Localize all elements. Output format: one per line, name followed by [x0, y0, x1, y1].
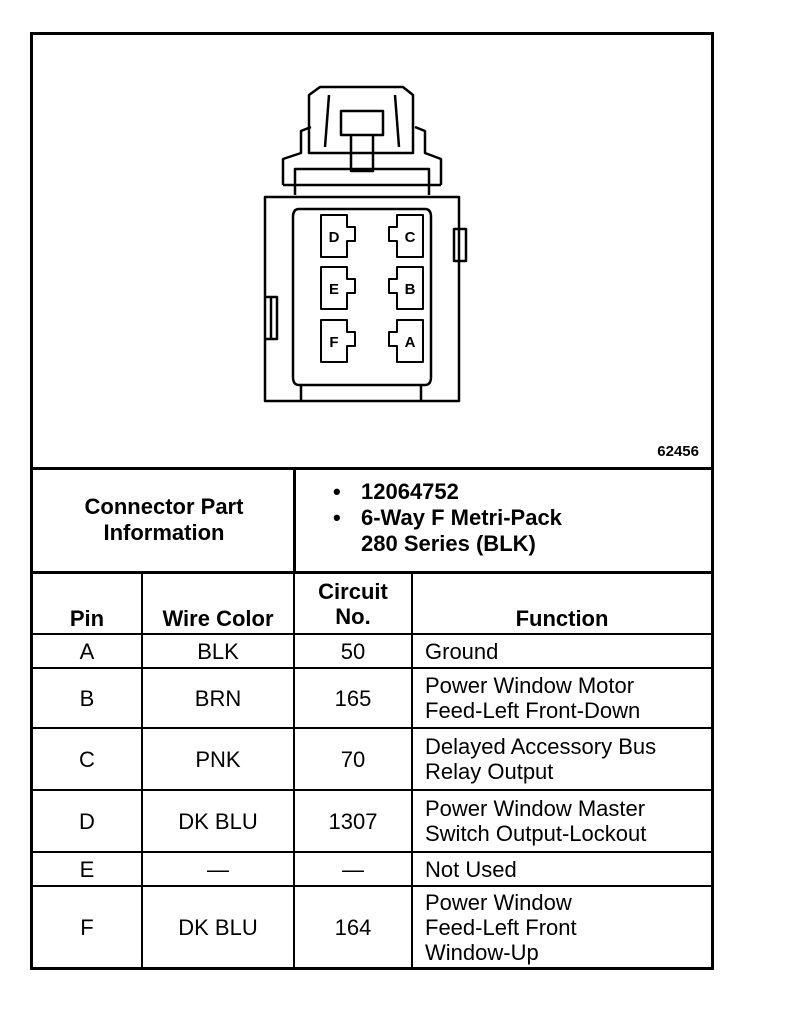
divider: [33, 633, 711, 635]
cell-circuit: 164: [334, 914, 372, 940]
divider: [33, 789, 711, 791]
cell-pin: A: [79, 638, 95, 664]
bullet-icon: •: [333, 505, 341, 530]
cell-function: Delayed Accessory Bus Relay Output: [425, 734, 657, 784]
cell-pin: D: [79, 808, 95, 834]
cell-wire-color: BLK: [197, 638, 239, 664]
cell-function: Power Window Master Switch Output-Lockou…: [425, 796, 647, 846]
divider: [33, 727, 711, 729]
cell-wire-color: —: [207, 856, 229, 882]
header-function: Function: [515, 606, 609, 631]
divider: [33, 571, 711, 574]
connector-diagram: D C E B F A 62456: [33, 35, 711, 467]
divider: [141, 571, 143, 967]
pin-cavity-b: B: [388, 266, 424, 310]
header-circuit: Circuit No.: [318, 578, 388, 629]
cell-circuit: 165: [334, 685, 372, 711]
description-line2: 280 Series (BLK): [361, 531, 536, 556]
pin-cavity-label: E: [329, 281, 339, 298]
cell-wire-color: DK BLU: [178, 914, 258, 940]
cell-wire-color: BRN: [194, 685, 242, 711]
connector-part-label-text: Connector Part Information: [84, 494, 244, 545]
cell-circuit: 50: [340, 638, 366, 664]
bullet-icon: •: [333, 479, 341, 504]
connector-face-drawing: D C E B F A: [263, 85, 468, 403]
cell-function: Power Window Motor Feed-Left Front-Down: [425, 673, 641, 723]
connector-part-label: Connector Part Information: [33, 469, 295, 571]
pin-cavity-label: D: [329, 229, 340, 246]
pin-cavity-c: C: [388, 214, 424, 258]
header-wire-color: Wire Color: [162, 606, 274, 631]
pin-cavity-e: E: [320, 266, 356, 310]
pin-cavity-f: F: [320, 319, 356, 363]
divider: [293, 467, 296, 573]
pin-cavity-a: A: [388, 319, 424, 363]
cell-circuit: —: [342, 856, 364, 882]
cell-circuit: 70: [340, 746, 366, 772]
header-pin: Pin: [69, 606, 105, 631]
divider: [33, 667, 711, 669]
divider: [33, 851, 711, 853]
pin-cavity-label: C: [405, 229, 416, 246]
cell-pin: B: [79, 685, 95, 711]
cell-wire-color: PNK: [195, 746, 241, 772]
cell-pin: C: [79, 746, 95, 772]
cell-pin: F: [80, 914, 94, 940]
cell-function: Power Window Feed-Left Front Window-Up: [425, 889, 577, 965]
divider: [411, 571, 413, 967]
divider: [293, 571, 295, 967]
part-number-item: • 12064752: [333, 479, 562, 505]
pin-cavity-d: D: [320, 214, 356, 258]
cell-circuit: 1307: [328, 808, 378, 834]
description-line1: 6-Way F Metri-Pack: [361, 505, 562, 530]
cell-function: Ground: [425, 638, 499, 664]
cell-wire-color: DK BLU: [178, 808, 258, 834]
divider: [33, 467, 711, 470]
connector-part-info: • 12064752 • 6-Way F Metri-Pack 280 Seri…: [333, 479, 562, 557]
cell-pin: E: [79, 856, 95, 882]
figure-number: 62456: [657, 443, 699, 460]
cell-function: Not Used: [425, 856, 517, 882]
pin-cavity-label: B: [405, 281, 416, 298]
divider: [33, 885, 711, 887]
pin-cavity-label: A: [405, 334, 416, 351]
pin-cavity-label: F: [329, 334, 338, 351]
part-number: 12064752: [361, 479, 459, 504]
description-item: • 6-Way F Metri-Pack: [333, 505, 562, 531]
